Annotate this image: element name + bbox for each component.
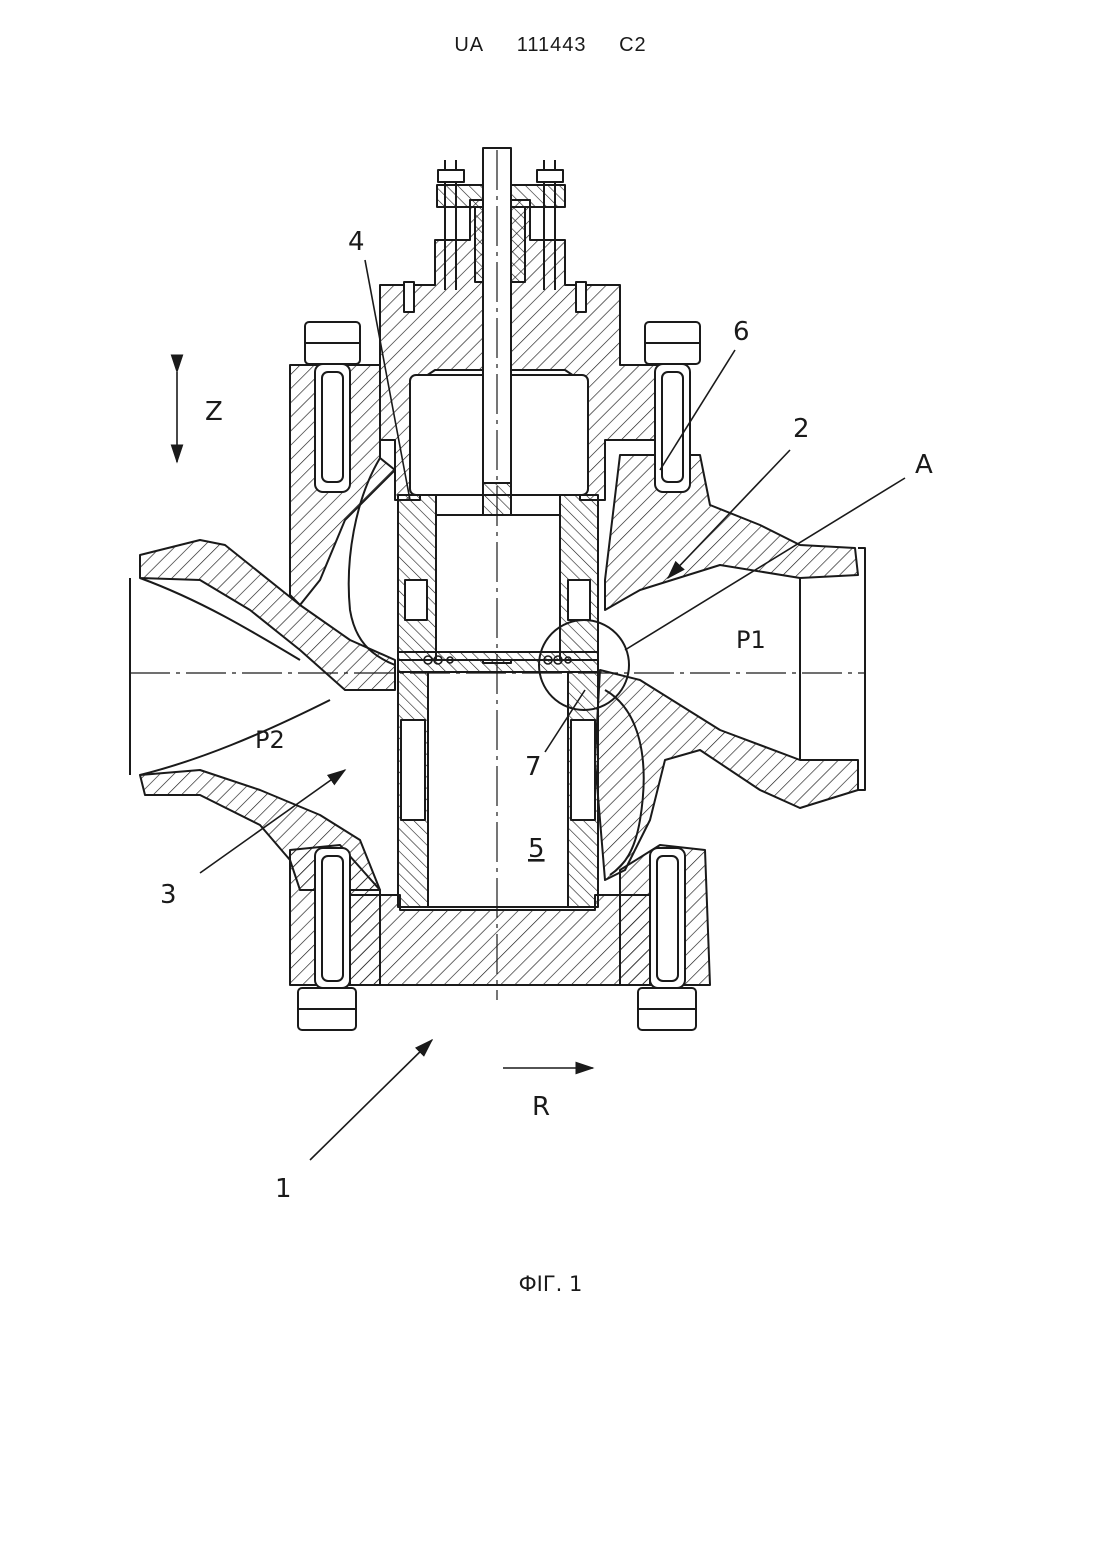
label-a: A [915, 450, 933, 480]
label-6: 6 [733, 317, 750, 347]
bottom-cover [350, 895, 650, 985]
leader-1 [310, 1040, 432, 1160]
outlet-port-outline [800, 548, 865, 790]
label-2: 2 [793, 414, 810, 444]
cage-upper [398, 495, 598, 660]
label-4: 4 [348, 227, 365, 257]
label-p2: P2 [255, 726, 285, 754]
label-r: R [532, 1092, 550, 1122]
valve-plug [398, 652, 598, 672]
label-7: 7 [525, 752, 542, 782]
label-5: 5 [528, 834, 545, 864]
label-3: 3 [160, 880, 177, 910]
figure-caption: ФІГ. 1 [0, 1272, 1101, 1296]
label-z: Z [205, 397, 223, 427]
label-1: 1 [275, 1174, 292, 1204]
label-p1: P1 [736, 626, 766, 654]
